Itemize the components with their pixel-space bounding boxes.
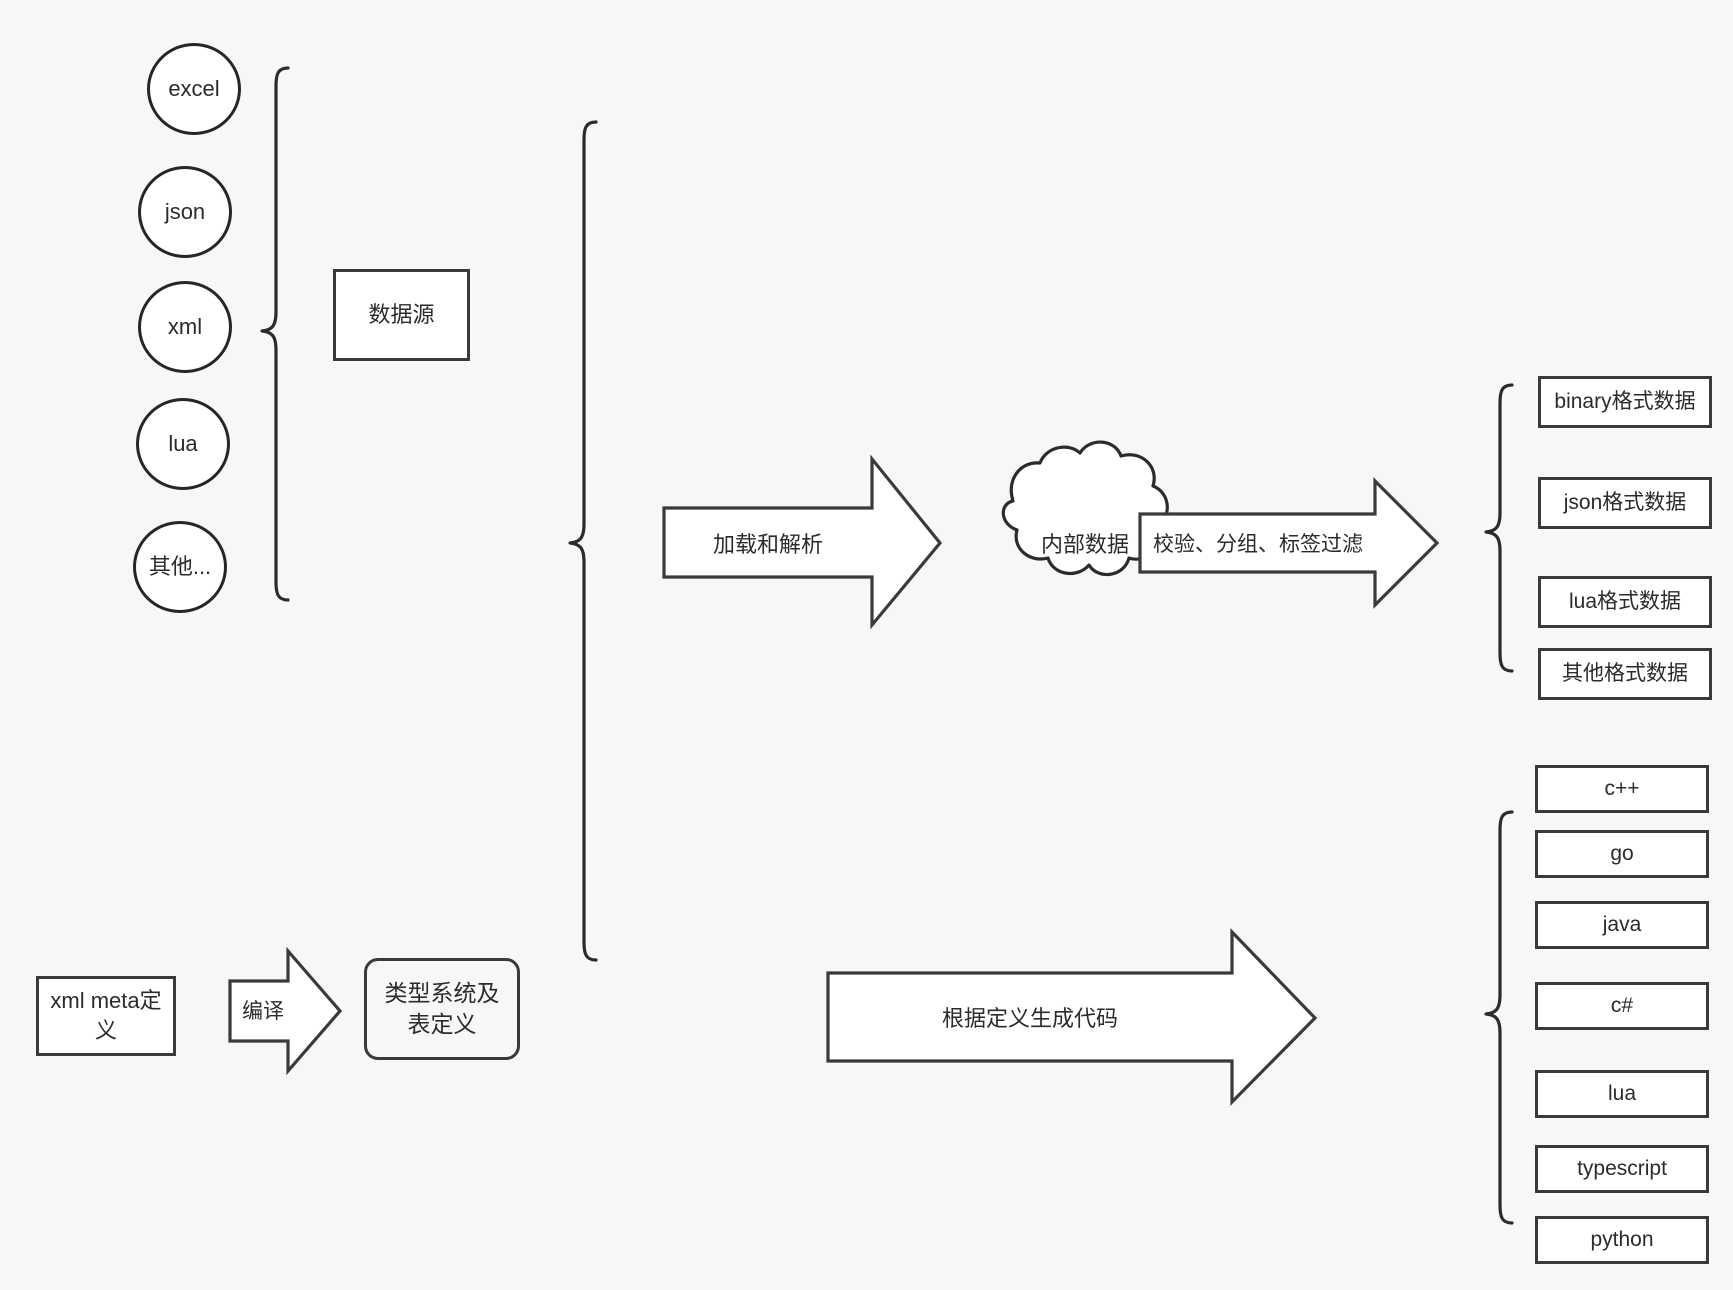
output-format-lua-label: lua格式数据 (1568, 589, 1682, 613)
output-language-typescript[interactable]: typescript (1535, 1145, 1709, 1193)
data-source-box-label: 数据源 (368, 302, 435, 328)
data-formats-brace (1484, 383, 1514, 673)
source-node-xml[interactable]: xml (138, 281, 232, 373)
source-node-other-label: 其他... (148, 554, 212, 580)
source-node-lua-label: lua (168, 431, 198, 457)
inputs-brace (568, 120, 598, 962)
output-format-json[interactable]: json格式数据 (1538, 477, 1712, 529)
output-language-csharp-label: c# (1610, 993, 1634, 1017)
source-node-xml-label: xml (167, 314, 203, 340)
sources-brace (260, 66, 290, 602)
output-language-python-label: python (1590, 1227, 1654, 1251)
source-node-json-label: json (164, 199, 206, 225)
source-node-lua[interactable]: lua (136, 398, 230, 490)
output-format-json-label: json格式数据 (1563, 490, 1687, 514)
output-format-binary[interactable]: binary格式数据 (1538, 376, 1712, 428)
output-language-csharp[interactable]: c# (1535, 982, 1709, 1030)
output-format-lua[interactable]: lua格式数据 (1538, 576, 1712, 628)
source-node-excel[interactable]: excel (147, 43, 241, 135)
type-system-label: 类型系统及表定义 (384, 979, 500, 1037)
output-format-binary-label: binary格式数据 (1554, 389, 1696, 413)
output-language-java[interactable]: java (1535, 901, 1709, 949)
xml-meta-definition-label: xml meta定义 (50, 988, 162, 1043)
source-node-json[interactable]: json (138, 166, 232, 258)
output-language-typescript-label: typescript (1577, 1156, 1667, 1180)
output-language-cpp-label: c++ (1604, 776, 1640, 800)
output-language-java-label: java (1602, 912, 1642, 936)
load-parse-arrow-shape (662, 454, 943, 630)
codegen-arrow-shape (826, 928, 1318, 1106)
data-source-box[interactable]: 数据源 (333, 269, 470, 361)
output-language-go-label: go (1610, 841, 1634, 865)
compile-arrow-shape (228, 946, 343, 1076)
xml-meta-definition-box[interactable]: xml meta定义 (36, 976, 176, 1056)
filter-arrow-shape (1138, 477, 1440, 609)
output-format-other[interactable]: 其他格式数据 (1538, 648, 1712, 700)
output-language-lua-label: lua (1607, 1081, 1637, 1105)
type-system-box[interactable]: 类型系统及表定义 (364, 958, 520, 1060)
output-language-cpp[interactable]: c++ (1535, 765, 1709, 813)
code-languages-brace (1484, 810, 1514, 1225)
source-node-other[interactable]: 其他... (133, 521, 227, 613)
output-language-lua[interactable]: lua (1535, 1070, 1709, 1118)
output-language-python[interactable]: python (1535, 1216, 1709, 1264)
output-language-go[interactable]: go (1535, 830, 1709, 878)
source-node-excel-label: excel (168, 76, 220, 102)
output-format-other-label: 其他格式数据 (1562, 661, 1688, 685)
